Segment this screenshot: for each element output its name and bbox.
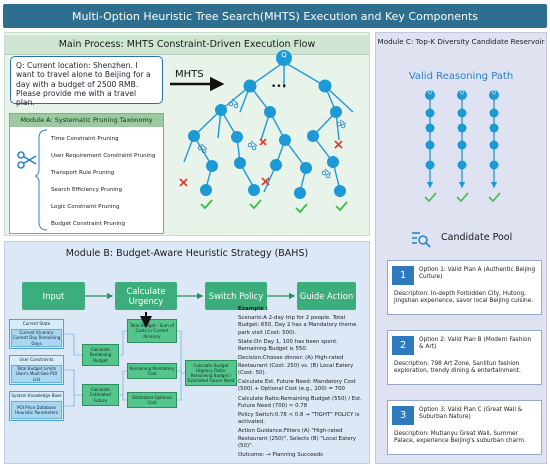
flow-switch-policy: Switch Policy <box>205 282 267 310</box>
current-state-items: Current Itinerary Current Day Remaining … <box>11 329 62 347</box>
candidate-description: Description: 798 Art Zone, Sanlitun fash… <box>394 361 521 375</box>
calc-remaining-budget: Calculate Remaining Budget <box>82 344 119 366</box>
total-budget-sum: Total Budget - Sum of Costs in Current I… <box>127 319 177 343</box>
flow-calculate-urgency: Calculate Urgency <box>115 282 177 310</box>
candidate-title: Option 2: Valid Plan B (Modern Fashion &… <box>419 337 532 350</box>
scissors-icon <box>17 151 37 169</box>
example-heading: Example : <box>238 306 268 312</box>
pruning-item-transport: Transport Rule Pruning <box>51 170 115 176</box>
user-constraints-items: Total Budget Limits User's Must-See POI … <box>11 365 62 383</box>
example-action-guidance: Action Guidance:Filters (A) "High-rated … <box>238 428 357 449</box>
tree-ellipsis: ••• <box>271 82 287 92</box>
candidate-description: Description: In-depth Forbidden City, Hu… <box>394 291 534 305</box>
example-future-need: Calculate Est. Future Need: Mandatory Co… <box>238 379 356 393</box>
mhts-arrow-label: MHTS <box>175 69 204 80</box>
example-policy-switch: Policy Switch:0.78 < 0.8 → "TIGHT" POLIC… <box>238 412 360 426</box>
path-root-label-3: Q <box>492 90 496 96</box>
example-outcome: Outcome: → Planning Succeeds <box>238 452 323 459</box>
figure-title: Multi-Option Heuristic Tree Search(MHTS)… <box>3 4 547 28</box>
example-state: State:On Day 1, 100 has been spent. Rema… <box>238 338 338 353</box>
candidate-pool-title: Candidate Pool <box>441 232 513 243</box>
path-root-label-2: Q <box>460 90 464 96</box>
example-ratio: Calculate Ratio:Remaining Budget (550) /… <box>238 395 362 409</box>
candidate-title: Option 1: Valid Plan A (Authentic Beijin… <box>419 267 536 280</box>
candidate-number: 1 <box>392 266 414 285</box>
candidate-number: 3 <box>392 406 414 425</box>
pruning-bracket <box>35 129 48 231</box>
module-b-heading: Module B: Budget-Aware Heuristic Strateg… <box>65 248 309 259</box>
budget-urgency-ratio: Calculate Budget Urgency Ratio: Remainin… <box>185 360 237 386</box>
candidate-number: 2 <box>392 336 414 355</box>
pruning-item-user-requirement: User Requirement Constraint Pruning <box>51 153 156 159</box>
module-c-heading: Module C: Top-K Diversity Candidate Rese… <box>377 37 545 46</box>
example-text-block: Example : Scenario:A 2-day trip for 2 pe… <box>238 306 368 461</box>
candidate-card-2: 2 Option 2: Valid Plan B (Modern Fashion… <box>387 330 542 385</box>
module-c-panel: Module C: Top-K Diversity Candidate Rese… <box>375 32 547 464</box>
flow-input: Input <box>22 282 85 310</box>
main-process-heading: Main Process: MHTS Constraint-Driven Exe… <box>5 35 369 55</box>
calc-estimated-future: Calculate Estimated Future <box>82 384 119 406</box>
example-decision: Decision:Choose dinner: (A) High-rated R… <box>238 355 354 376</box>
system-kb-items: POI Price Database Heuristic Parameters <box>11 401 62 419</box>
candidate-description: Description: Mutianyu Great Wall, Summer… <box>394 431 526 445</box>
system-kb-label: System Knowledge Base <box>11 393 62 399</box>
estimated-optional-cost: Estimated Optional Cost <box>127 392 177 408</box>
example-scenario: Scenario:A 2-day trip for 2 people. Tota… <box>238 315 357 336</box>
valid-path-title: Valid Reasoning Path <box>408 71 514 82</box>
user-constraints-label: User Constraints <box>19 357 54 363</box>
pruning-item-budget: Budget Constraint Pruning <box>51 221 125 227</box>
path-root-label-1: Q <box>428 90 432 96</box>
current-state-label: Current State <box>22 321 51 327</box>
tree-root-label: Q <box>281 51 287 59</box>
candidate-card-1: 1 Option 1: Valid Plan A (Authentic Beij… <box>387 260 542 315</box>
candidate-card-3: 3 Option 3: Valid Plan C (Great Wall & S… <box>387 400 542 455</box>
pruning-item-time: Time Constraint Pruning <box>51 136 119 142</box>
pruning-item-search-efficiency: Search Efficiency Pruning <box>51 187 123 193</box>
flow-guide-action: Guide Action <box>297 282 356 310</box>
candidate-title: Option 3: Valid Plan C (Great Wall & Sub… <box>419 407 523 420</box>
search-list-icon <box>412 232 431 248</box>
module-a-heading: Module A: Systematic Pruning Taxonomy <box>10 114 163 127</box>
pruning-item-logic: Logic Constraint Pruning <box>51 204 120 210</box>
remaining-mandatory-cost: Remaining Mandatory Cost <box>127 363 177 379</box>
query-box: Q: Current location: Shenzhen. I want to… <box>10 56 163 107</box>
module-a-box: Module A: Systematic Pruning Taxonomy Ti… <box>9 113 164 234</box>
